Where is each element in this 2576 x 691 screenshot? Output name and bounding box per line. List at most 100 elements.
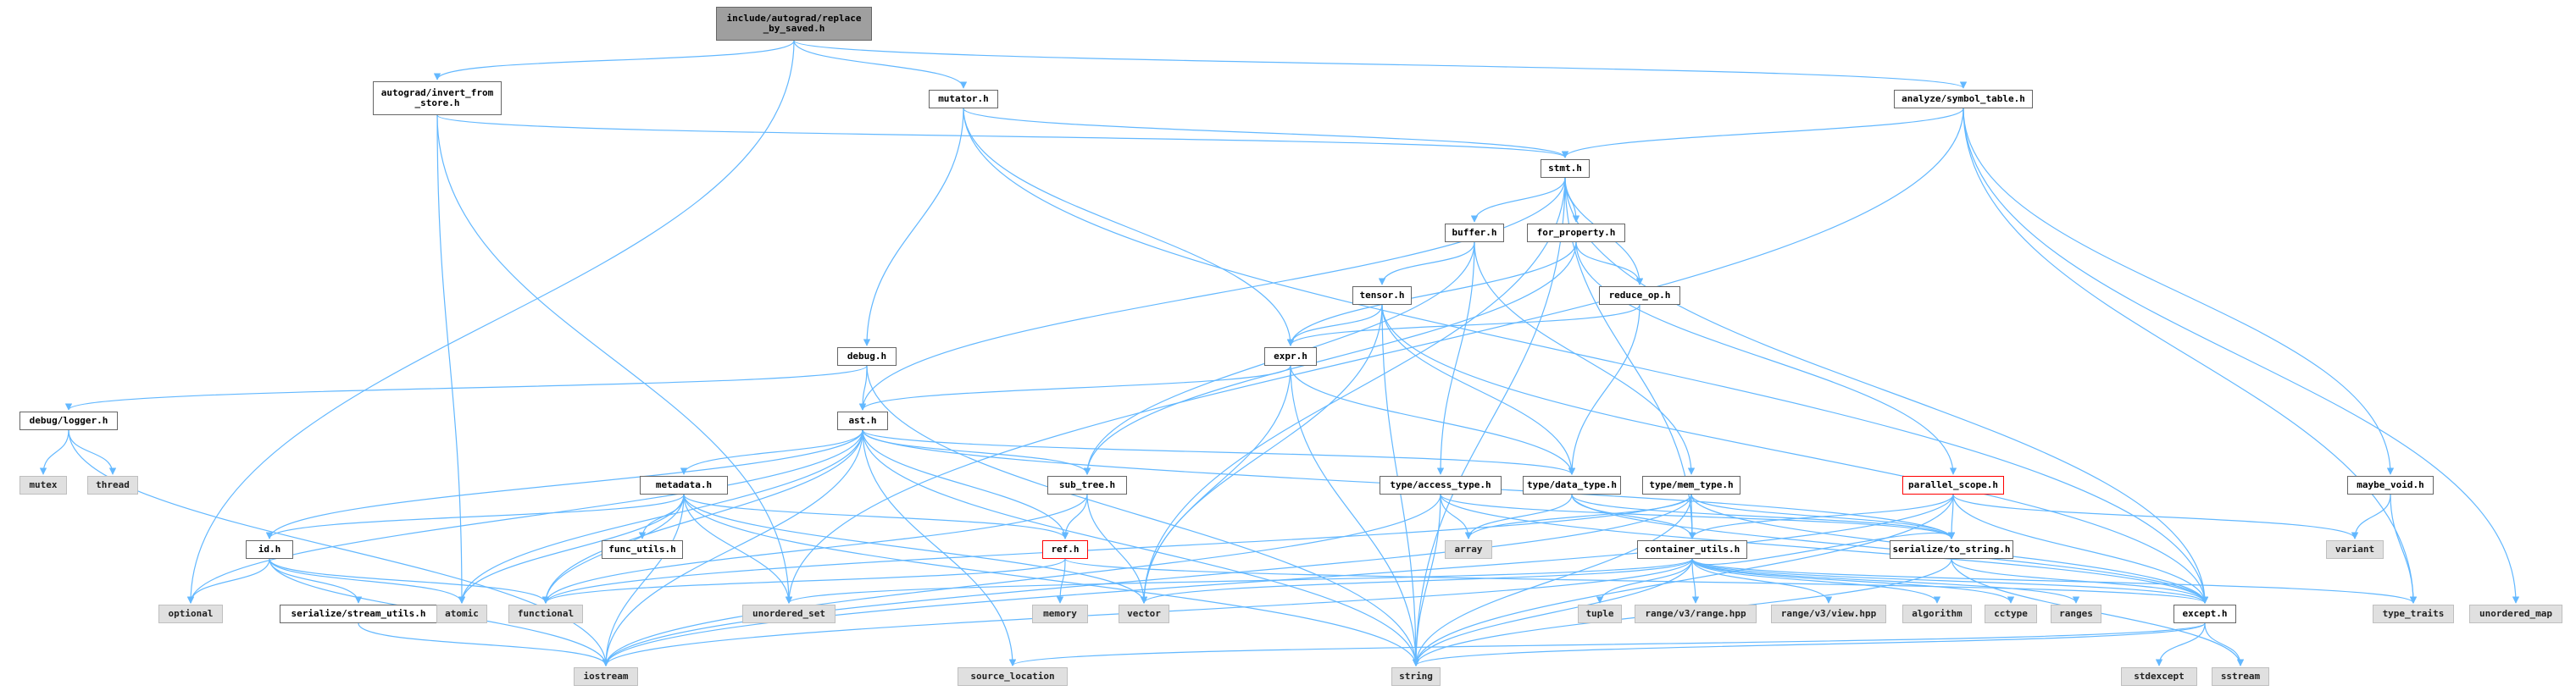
edge-ast-to-functional — [541, 429, 863, 604]
edge-mutator-to-expr — [963, 108, 1295, 346]
graph-node-sstream[interactable]: sstream — [2212, 667, 2269, 686]
graph-node-algorithm[interactable]: algorithm — [1902, 605, 1972, 623]
graph-node-rangehpp[interactable]: range/v3/range.hpp — [1635, 605, 1757, 623]
edge-tensor-to-expr — [1286, 304, 1383, 346]
edge-stmt-to-buffer — [1470, 177, 1566, 223]
graph-node-stmt[interactable]: stmt.h — [1541, 159, 1590, 178]
graph-node-funcutils[interactable]: func_utils.h — [602, 540, 683, 559]
graph-node-string[interactable]: string — [1391, 667, 1441, 686]
edge-ref-to-memory — [1056, 558, 1066, 604]
graph-node-mutator[interactable]: mutator.h — [929, 90, 998, 108]
edge-logger-to-iostream — [68, 429, 610, 666]
edge-metadata-to-string — [683, 494, 1420, 666]
edge-metadata-to-atomic — [458, 494, 685, 604]
edge-id-to-functional — [269, 558, 550, 604]
graph-node-thread[interactable]: thread — [87, 476, 138, 495]
edge-expr-to-dtype — [1290, 365, 1576, 475]
edge-memtype-to-array — [1464, 494, 1692, 539]
graph-node-stdexcept[interactable]: stdexcept — [2121, 667, 2197, 686]
edge-container-to-tostring — [1691, 532, 1956, 566]
graph-node-ref[interactable]: ref.h — [1042, 540, 1088, 559]
graph-node-symtab[interactable]: analyze/symbol_table.h — [1894, 90, 2033, 108]
edge-pscope-to-container — [1688, 494, 1954, 539]
edge-metadata-to-funcutils — [638, 494, 685, 539]
graph-node-unordered-set[interactable]: unordered_set — [742, 605, 836, 623]
edge-dtype-to-tostring — [1571, 494, 1956, 539]
graph-node-reduce[interactable]: reduce_op.h — [1599, 286, 1680, 305]
edge-ast-to-id — [265, 429, 863, 539]
edge-streamutils-to-iostream — [358, 622, 610, 666]
graph-node-debug[interactable]: debug.h — [837, 347, 897, 366]
edge-mutator-to-except — [963, 108, 2209, 604]
graph-node-variant[interactable]: variant — [2326, 540, 2384, 559]
graph-node-functional[interactable]: functional — [508, 605, 583, 623]
graph-node-logger[interactable]: debug/logger.h — [19, 412, 118, 430]
edge-container-to-tuple — [1596, 558, 1693, 604]
graph-node-atomic[interactable]: atomic — [436, 605, 487, 623]
edge-container-to-unordered_set — [786, 558, 1693, 604]
graph-node-optional[interactable]: optional — [158, 605, 223, 623]
graph-node-dtype[interactable]: type/data_type.h — [1523, 476, 1621, 495]
edge-container-to-rangehpp — [1691, 558, 1700, 604]
edge-tostring-to-except — [1951, 558, 2209, 604]
edge-root-to-inv — [433, 40, 795, 80]
edge-ref-to-except — [1064, 558, 2208, 604]
graph-node-array[interactable]: array — [1445, 540, 1492, 559]
graph-node-root[interactable]: include/autograd/replace _by_saved.h — [716, 7, 872, 41]
graph-node-tuple[interactable]: tuple — [1578, 605, 1622, 623]
edge-maybevoid-to-typetraits — [2390, 494, 2418, 604]
edge-mutator-to-stmt — [963, 108, 1569, 158]
edge-logger-to-mutex — [39, 429, 69, 475]
graph-node-ranges[interactable]: ranges — [2051, 605, 2101, 623]
edge-forprop-to-subtree — [1083, 241, 1577, 475]
graph-node-buffer[interactable]: buffer.h — [1445, 224, 1504, 242]
edge-buffer-to-access — [1436, 241, 1475, 475]
edge-ast-to-optional — [186, 429, 863, 604]
graph-node-memory[interactable]: memory — [1032, 605, 1088, 623]
graph-node-ast[interactable]: ast.h — [837, 412, 888, 430]
graph-node-unordered-map[interactable]: unordered_map — [2469, 605, 2562, 623]
graph-node-metadata[interactable]: metadata.h — [640, 476, 728, 495]
graph-node-id[interactable]: id.h — [246, 540, 293, 559]
graph-node-viewhpp[interactable]: range/v3/view.hpp — [1771, 605, 1886, 623]
graph-node-except[interactable]: except.h — [2174, 605, 2236, 623]
edge-access-to-tostring — [1440, 494, 1956, 539]
edge-tensor-to-dtype — [1381, 304, 1576, 475]
edge-expr-to-ast — [858, 365, 1291, 411]
graph-node-tostring[interactable]: serialize/to_string.h — [1890, 540, 2013, 559]
graph-node-vector[interactable]: vector — [1119, 605, 1169, 623]
graph-node-iostream[interactable]: iostream — [574, 667, 638, 686]
graph-node-mutex[interactable]: mutex — [19, 476, 67, 495]
edge-dtype-to-container — [1571, 494, 1696, 539]
edge-inv-to-stmt — [436, 114, 1568, 158]
edge-symtab-to-typetraits — [1963, 108, 2418, 604]
edge-debug-to-ast — [858, 365, 868, 411]
graph-node-memtype[interactable]: type/mem_type.h — [1642, 476, 1740, 495]
edge-mutator-to-debug — [863, 108, 964, 346]
edge-inv-to-unordered_set — [436, 114, 793, 604]
graph-node-inv[interactable]: autograd/invert_from _store.h — [373, 81, 502, 115]
graph-node-access[interactable]: type/access_type.h — [1380, 476, 1502, 495]
graph-node-pscope[interactable]: parallel_scope.h — [1902, 476, 2004, 495]
graph-node-srcloc[interactable]: source_location — [958, 667, 1068, 686]
edge-pscope-to-string — [1412, 494, 1954, 666]
graph-node-typetraits[interactable]: type_traits — [2373, 605, 2454, 623]
edge-maybevoid-to-variant — [2351, 494, 2391, 539]
edge-ast-to-srcloc — [862, 429, 1017, 666]
edge-except-to-stdexcept — [2155, 622, 2206, 666]
graph-node-subtree[interactable]: sub_tree.h — [1047, 476, 1127, 495]
graph-node-maybevoid[interactable]: maybe_void.h — [2347, 476, 2434, 495]
edge-stmt-to-vector — [1140, 177, 1566, 604]
graph-node-expr[interactable]: expr.h — [1264, 347, 1317, 366]
edge-debug-to-logger — [65, 365, 868, 411]
graph-node-container[interactable]: container_utils.h — [1637, 540, 1747, 559]
graph-node-cctype[interactable]: cctype — [1985, 605, 2037, 623]
edge-pscope-to-variant — [1952, 494, 2359, 539]
edge-ast-to-ref — [862, 429, 1069, 539]
graph-node-forprop[interactable]: for_property.h — [1527, 224, 1625, 242]
edge-access-to-iostream — [602, 494, 1441, 666]
graph-node-tensor[interactable]: tensor.h — [1352, 286, 1412, 305]
graph-node-streamutils[interactable]: serialize/stream_utils.h — [280, 605, 437, 623]
edge-memtype-to-functional — [541, 494, 1692, 604]
